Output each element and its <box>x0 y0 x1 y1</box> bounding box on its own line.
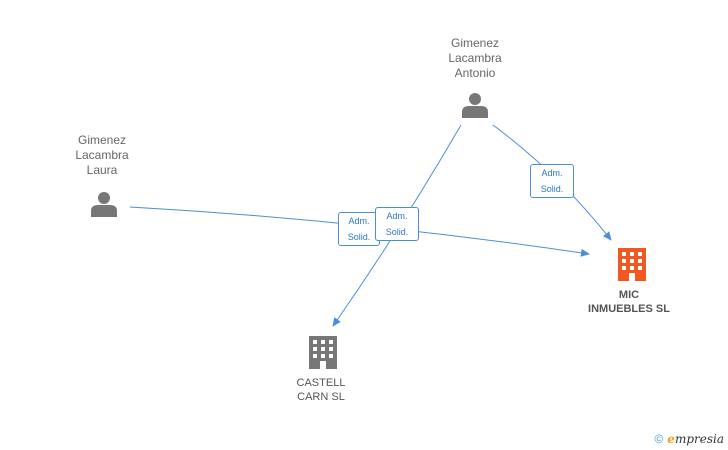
node-label-castell[interactable]: CASTELL CARN SL <box>296 377 346 403</box>
person-icon-antonio[interactable] <box>462 93 488 118</box>
node-label-mic[interactable]: MIC INMUEBLES SL <box>588 289 670 315</box>
building-icon-castell[interactable] <box>309 336 337 369</box>
node-label-antonio[interactable]: Gimenez Lacambra Antonio <box>448 36 502 80</box>
copyright-icon: © <box>654 432 664 446</box>
person-icon-laura[interactable] <box>91 192 117 217</box>
building-icon-mic[interactable] <box>618 248 646 281</box>
edge-label-antonio-mic: Adm. Solid. <box>530 164 574 198</box>
edge-label-antonio-castell: Adm. Solid. <box>375 207 419 241</box>
brand-logo: empresia <box>667 432 724 446</box>
node-label-laura[interactable]: Gimenez Lacambra Laura <box>75 133 129 177</box>
edge-label-laura-mic: Adm. Solid. <box>338 212 380 246</box>
footer-brand: ©empresia <box>654 432 724 446</box>
